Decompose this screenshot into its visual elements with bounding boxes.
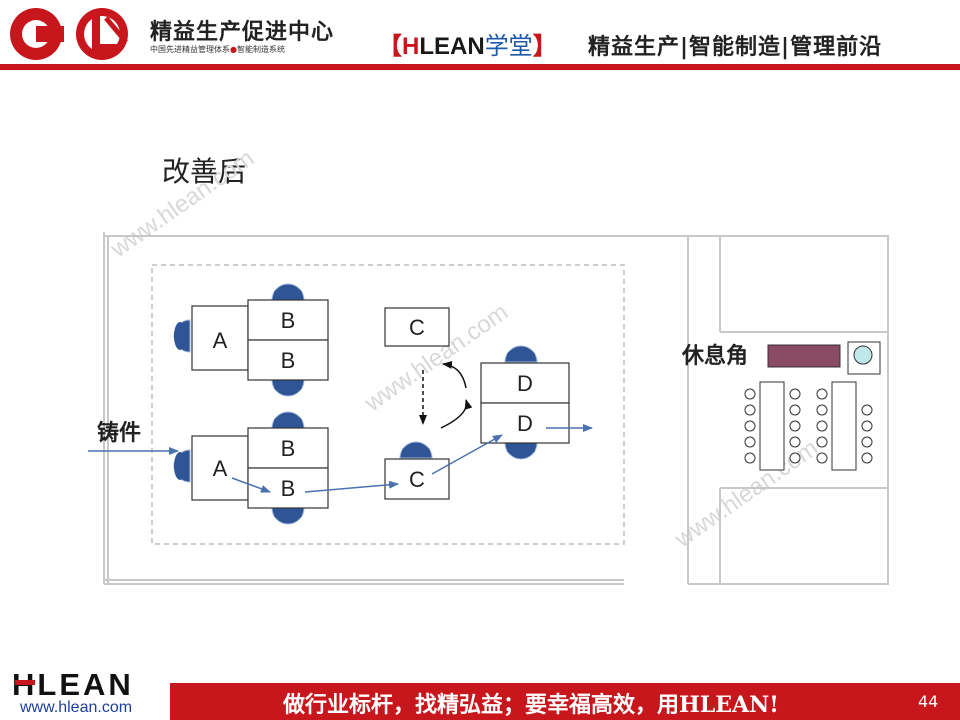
hlean-academy-label: 【HLEAN学堂】 xyxy=(378,26,557,61)
rest-table-left xyxy=(759,381,785,471)
water-cooler-icon xyxy=(853,345,873,365)
curved-arrow-lower xyxy=(440,399,473,429)
brand-sub-right: 智能制造系统 xyxy=(236,45,285,54)
page-number: 44 xyxy=(918,692,939,711)
operator-arms xyxy=(174,287,535,521)
station-C-top xyxy=(384,307,450,347)
hlean-h: H xyxy=(402,33,420,60)
station-B-top-2 xyxy=(247,339,329,381)
brand-sub-left: 中国先进精益管理体系 xyxy=(150,45,230,54)
station-A-top xyxy=(191,305,249,371)
bracket-close: 】 xyxy=(532,33,557,60)
slide-title: 改善后 xyxy=(162,155,247,188)
hlean-footer-logo-icon: HLEAN xyxy=(12,668,131,702)
rest-area: 休息角 xyxy=(681,341,881,471)
station-A-bottom xyxy=(191,435,249,501)
station-A-bottom-label: A xyxy=(213,456,228,481)
hlean-lean: LEAN xyxy=(419,33,485,60)
station-A-top-label: A xyxy=(213,328,228,353)
company-logo-icon xyxy=(10,8,128,60)
header-divider xyxy=(0,64,960,70)
curved-arrow-upper xyxy=(442,360,467,389)
station-B-top-2-label: B xyxy=(281,348,296,373)
brand-sub-dot: ● xyxy=(230,45,237,54)
rest-area-label: 休息角 xyxy=(681,343,748,369)
station-D-top-label: D xyxy=(517,371,533,396)
header-tagline: 精益生产|智能制造|管理前沿 xyxy=(588,35,883,60)
rest-chairs xyxy=(744,388,873,464)
material-flow xyxy=(88,424,593,493)
station-B-bottom-1 xyxy=(247,427,329,469)
hlean-xuetang: 学堂 xyxy=(484,33,533,60)
station-D-bottom-label: D xyxy=(517,411,533,436)
footer-bar xyxy=(170,683,960,720)
operator-movement xyxy=(419,360,473,429)
station-B-top-1-label: B xyxy=(281,308,296,333)
footer-slogan: 做行业标杆，找精弘益；要幸福高效，用HLEAN! xyxy=(283,692,779,718)
footer-url[interactable]: www.hlean.com xyxy=(20,699,133,716)
bracket-open: 【 xyxy=(378,33,402,60)
station-C-top-label: C xyxy=(409,315,425,340)
station-B-bottom-2-label: B xyxy=(281,476,296,501)
station-C-bottom xyxy=(384,458,450,500)
station-C-bottom-label: C xyxy=(409,467,425,492)
flow-arrow-B-to-C xyxy=(304,480,399,493)
watermark-1: www.hlean.com xyxy=(105,144,259,263)
flow-arrow-C-to-D xyxy=(431,434,503,475)
rest-area-panel xyxy=(767,344,841,368)
station-B-bottom-1-label: B xyxy=(281,436,296,461)
watermark-3: www.hlean.com xyxy=(669,434,823,553)
rest-table-right xyxy=(831,381,857,471)
factory-walls xyxy=(103,232,889,585)
station-B-top-1 xyxy=(247,299,329,341)
flow-arrow-A-to-B xyxy=(231,477,271,493)
work-cell-boundary xyxy=(151,264,625,545)
brand-name: 精益生产促进中心 xyxy=(150,19,335,45)
brand-subtitle: 中国先进精益管理体系●智能制造系统 xyxy=(150,44,285,55)
casting-label: 铸件 xyxy=(97,420,141,446)
